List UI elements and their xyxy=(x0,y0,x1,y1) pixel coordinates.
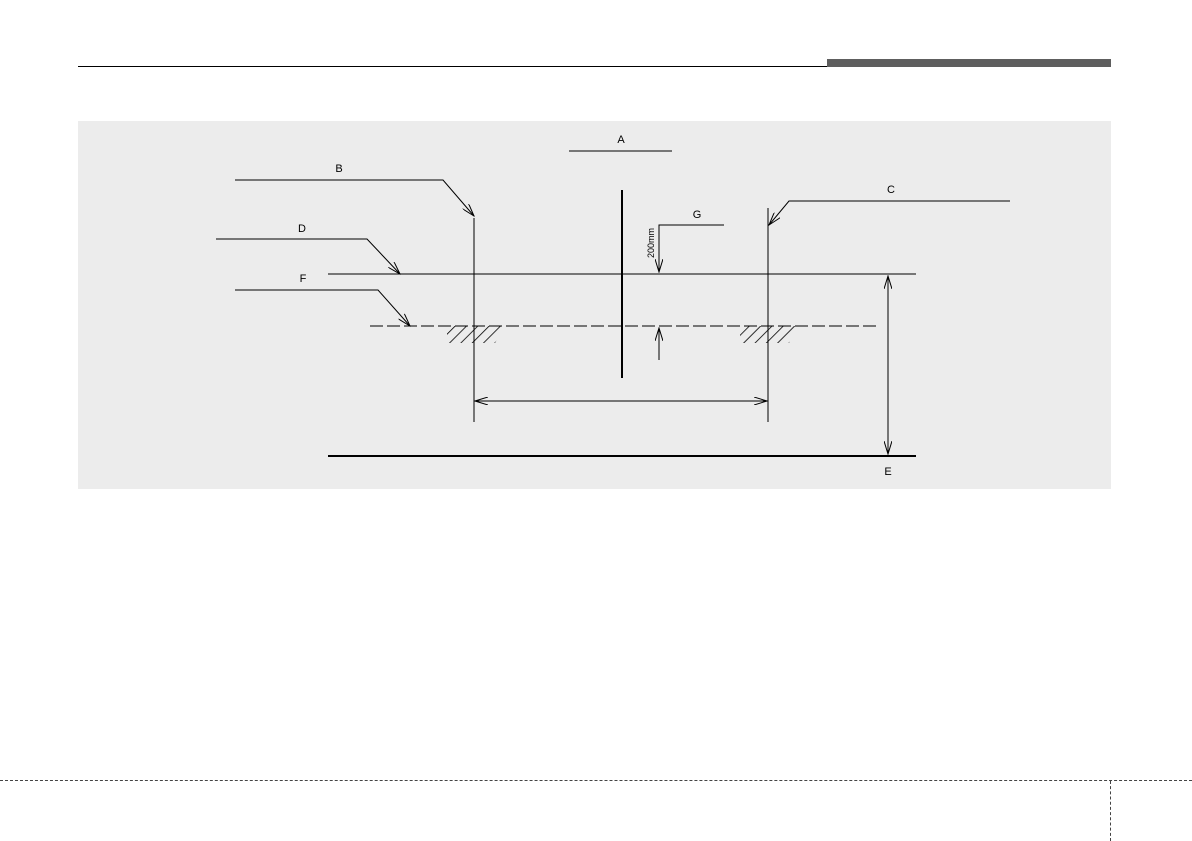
callout-d-label: D xyxy=(298,223,306,235)
footer-rule xyxy=(0,780,1192,781)
callout-a-label: A xyxy=(617,134,625,146)
callout-e-label: E xyxy=(884,466,891,478)
dimension-label: 200mm xyxy=(646,228,656,258)
left-beam-hatch xyxy=(447,326,505,343)
callout-g-leader xyxy=(659,225,724,272)
callout-f-leader xyxy=(235,290,410,326)
callout-b-leader xyxy=(235,180,474,216)
callout-c-label: C xyxy=(887,184,895,196)
callout-f-label: F xyxy=(300,273,307,285)
callout-b-label: B xyxy=(335,163,342,175)
callout-d-leader xyxy=(216,239,400,274)
right-beam-hatch xyxy=(740,326,798,343)
callout-g-label: G xyxy=(693,209,702,221)
footer-tick xyxy=(1110,781,1111,841)
callout-c-leader xyxy=(769,201,1010,225)
